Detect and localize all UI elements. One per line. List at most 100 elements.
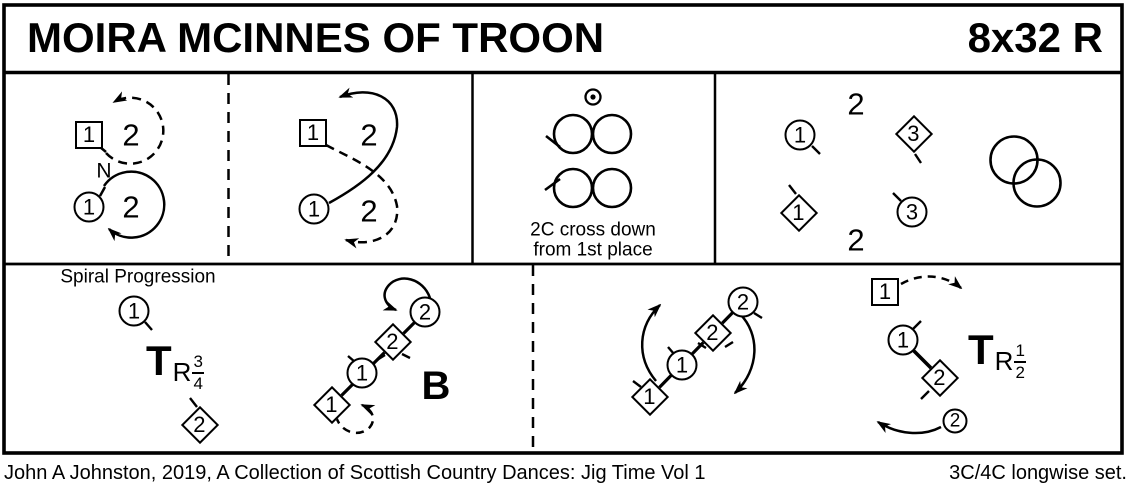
dancer-number: 2	[193, 412, 207, 437]
man-cast-path-dashed	[325, 143, 399, 249]
panel-balance-paths	[330, 277, 432, 435]
start-position-ring	[584, 88, 602, 106]
dancer-number: 2	[933, 365, 947, 390]
dancer-lady2-circle: 2	[727, 286, 759, 318]
dancer-lady1-circle: 1	[346, 357, 378, 389]
other-dancer-label: 2	[122, 117, 140, 153]
man1-travel-arrow-dashed	[900, 275, 963, 290]
dancer-lady1-circle: 1	[73, 191, 105, 223]
panel-spiral-paths	[144, 321, 198, 408]
other-dancer-label: 2	[360, 117, 378, 153]
panel-cross-paths	[544, 88, 633, 209]
dancer-number: 1	[325, 392, 339, 417]
rotate-arrow-left	[641, 303, 662, 382]
dancer-number: 1	[643, 384, 657, 409]
couple-facing-tail	[544, 177, 561, 192]
dancer-number: 1	[878, 279, 892, 304]
dancer-number: 3	[907, 121, 921, 146]
dancer-number: 2	[706, 320, 720, 345]
facing-tail	[632, 380, 642, 388]
nearer-hand-letter: N	[96, 159, 112, 183]
dancer-lady1-circle: 1	[784, 119, 816, 151]
facing-tail	[920, 390, 930, 400]
dancer-man1-square: 1	[75, 121, 103, 149]
lady-turn-loop	[102, 170, 166, 242]
dancer-number: 2	[736, 289, 750, 314]
dancer-number: 2	[949, 410, 961, 432]
diagonal-line	[648, 300, 745, 399]
dancer-lady1-circle: 1	[666, 349, 698, 381]
dancer-lady3-circle: 3	[896, 196, 928, 228]
outer-border	[2, 3, 1124, 455]
dancer-number: 1	[793, 122, 807, 147]
figure-caption-line2: from 1st place	[533, 239, 653, 261]
facing-tail	[697, 341, 707, 350]
dancer-number: 1	[82, 122, 96, 147]
other-dancer-label: 2	[360, 193, 378, 229]
dancer-number: 3	[905, 199, 919, 224]
facing-tail	[914, 153, 922, 164]
facing-tail	[811, 145, 821, 155]
dancer-number: 1	[307, 196, 321, 221]
dance-type-code: 8x32 R	[967, 14, 1103, 61]
dancer-number: 2	[386, 329, 400, 354]
dancer-number: 2	[418, 299, 432, 324]
couple-circle	[591, 167, 633, 209]
lady-cast-path	[328, 87, 399, 205]
dancer-lady2-circle: 2	[409, 296, 441, 328]
turn-letter: T	[146, 337, 172, 384]
lady-facing-tail	[98, 186, 107, 197]
dancer-lady1-circle: 1	[887, 324, 919, 356]
dancer-number: 1	[675, 352, 689, 377]
other-dancer-label: 2	[122, 189, 140, 225]
lady2-travel-arrow	[876, 420, 942, 435]
dancer-lady1-circle: 1	[298, 193, 330, 225]
dancer-number: 1	[792, 200, 806, 225]
facing-tail	[753, 311, 763, 320]
dancer-number: 1	[306, 120, 320, 145]
hand-letter: R	[994, 346, 1014, 376]
turn-letter: T	[968, 326, 994, 373]
facing-tail	[724, 340, 734, 349]
fraction-denominator: 2	[1015, 362, 1025, 382]
panel-corners-paths	[788, 135, 1062, 208]
dancer-man1-square: 1	[299, 119, 327, 147]
dancer-number: 1	[896, 327, 910, 352]
facing-tail	[892, 192, 902, 202]
figure-caption: Spiral Progression	[60, 266, 216, 288]
hand-letter: R	[172, 357, 192, 387]
fraction-denominator: 4	[193, 373, 203, 393]
facing-tail	[912, 320, 922, 330]
credit-line: John A Johnston, 2019, A Collection of S…	[4, 462, 706, 484]
facing-tail	[376, 353, 386, 362]
man1-loop-arrow-dashed	[334, 403, 376, 435]
set-type: 3C/4C longwise set.	[949, 462, 1127, 484]
dancer-lady2-circle: 2	[942, 408, 968, 434]
couple-circle	[552, 167, 594, 209]
dance-title: MOIRA MCINNES OF TROON	[27, 14, 605, 61]
couple-facing-tail	[545, 134, 561, 149]
dancer-number: 1	[82, 194, 96, 219]
facing-tail	[189, 397, 198, 408]
start-position-dot	[590, 94, 596, 100]
dancer-man1-square: 1	[871, 278, 899, 306]
corner-label-bottom: 2	[847, 222, 865, 258]
facing-tail	[401, 352, 411, 360]
rotate-arrow-right	[733, 313, 756, 395]
dancer-number: 1	[127, 298, 141, 323]
balance-letter: B	[421, 364, 451, 408]
grid-borders	[2, 3, 1124, 455]
interlocking-circle-bottom	[1012, 158, 1062, 208]
facing-tail	[144, 321, 153, 331]
couple-circle	[591, 113, 633, 155]
panel-cast-paths	[325, 87, 399, 249]
fraction-numerator: 1	[1014, 341, 1026, 363]
fraction-numerator: 3	[192, 352, 204, 374]
corner-label-top: 2	[847, 86, 865, 122]
